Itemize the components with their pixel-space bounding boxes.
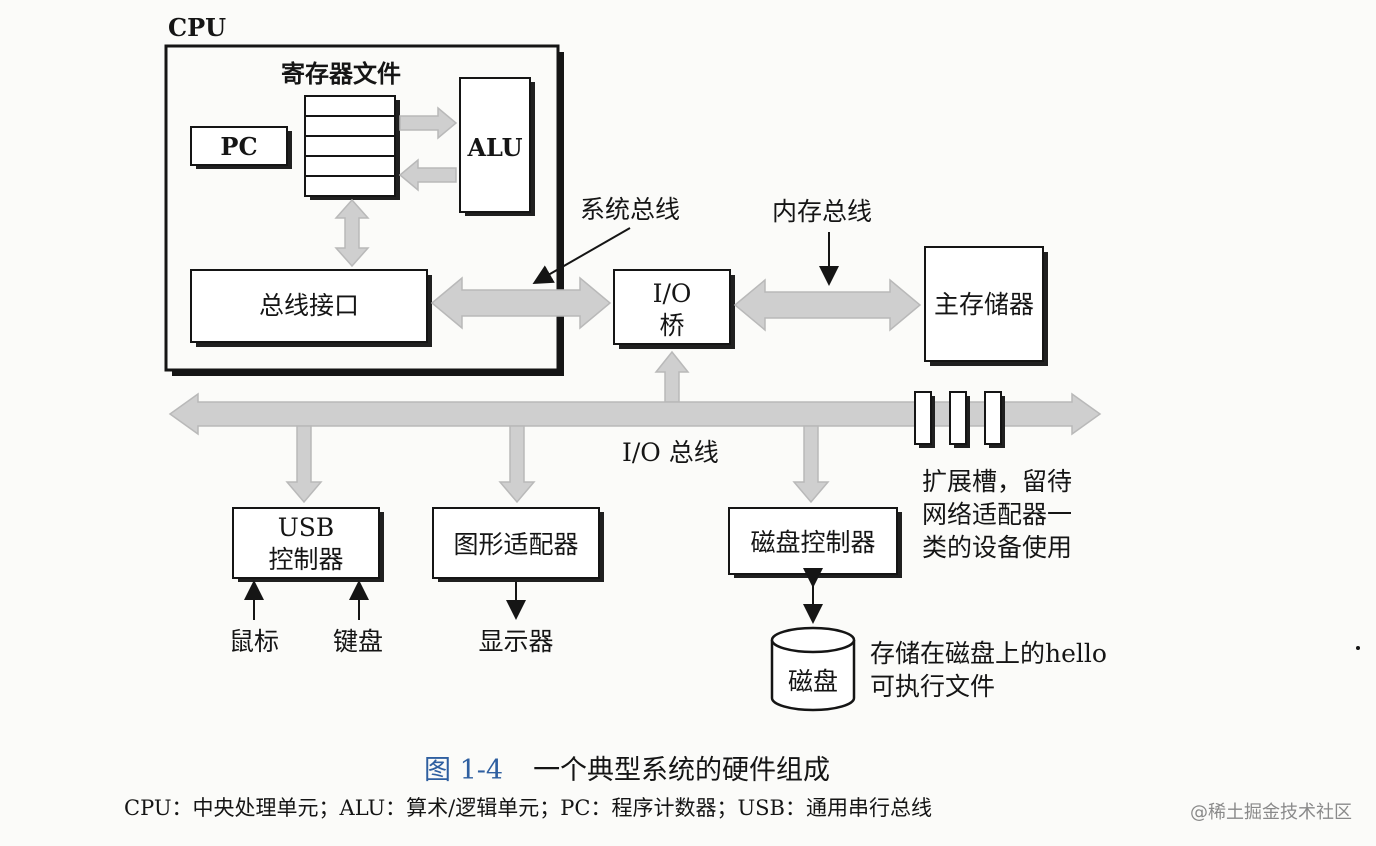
graphics-adapter-label: 图形适配器 <box>453 530 578 559</box>
cpu-label: CPU <box>168 13 226 42</box>
figure-abbreviations: CPU：中央处理单元；ALU：算术/逻辑单元；PC：程序计数器；USB：通用串行… <box>124 796 932 820</box>
expansion-text-line3: 类的设备使用 <box>922 533 1072 562</box>
memory-bus <box>733 278 922 332</box>
graphics-adapter-box <box>432 507 600 579</box>
system-bus-label: 系统总线 <box>580 195 680 224</box>
bus-interface-label: 总线接口 <box>259 291 359 320</box>
alu-label: ALU <box>466 133 522 162</box>
disk-controller-label: 磁盘控制器 <box>750 528 875 557</box>
disk-body <box>770 640 856 712</box>
bus-interface-box <box>190 269 428 343</box>
disk-note-line2: 可执行文件 <box>870 672 995 701</box>
pc-box <box>190 126 288 166</box>
expansion-text-line1: 扩展槽，留待 <box>922 467 1072 496</box>
register-bus-interface-arrow <box>334 198 370 268</box>
keyboard-label: 键盘 <box>333 627 383 656</box>
io-bridge-io-bus-connector <box>654 350 690 403</box>
expansion-slot <box>949 391 967 445</box>
expansion-slot <box>984 391 1002 445</box>
alu-to-register-arrow <box>398 158 457 192</box>
io-bus <box>168 392 1102 436</box>
usb-controller-line2: 控制器 <box>268 545 343 574</box>
io-bus-to-usb-arrow <box>285 425 323 504</box>
system-bus-pointer <box>532 227 631 284</box>
io-bridge-box <box>613 269 731 345</box>
usb-controller-box <box>232 507 380 579</box>
disk-top <box>770 626 856 654</box>
system-bus <box>430 276 612 330</box>
mouse-label: 鼠标 <box>229 627 279 656</box>
scan-dot <box>1356 646 1360 650</box>
figure-number: 图 1-4 <box>424 755 504 786</box>
disk-label: 磁盘 <box>788 667 838 696</box>
register-file <box>304 95 396 197</box>
register-file-label: 寄存器文件 <box>281 59 401 88</box>
figure-caption: 图 1-4 一个典型系统的硬件组成 <box>424 748 830 787</box>
main-memory-label: 主存储器 <box>934 290 1034 319</box>
expansion-slot <box>914 391 932 445</box>
io-bus-to-disk-controller-arrow <box>792 425 830 504</box>
figure-title: 一个典型系统的硬件组成 <box>533 755 831 786</box>
io-bridge-line2: 桥 <box>659 311 684 340</box>
main-memory-box <box>924 246 1044 362</box>
pc-label: PC <box>220 132 257 161</box>
io-bus-to-graphics-arrow <box>498 425 536 504</box>
disk-note-line1: 存储在磁盘上的hello <box>870 639 1107 668</box>
io-bridge-line1: I/O <box>653 279 692 308</box>
register-to-alu-arrow <box>399 106 458 140</box>
watermark: @稀土掘金技术社区 <box>1190 802 1352 823</box>
usb-controller-line1: USB <box>278 513 335 542</box>
expansion-text-line2: 网络适配器一 <box>922 500 1072 529</box>
io-bus-label: I/O 总线 <box>622 438 719 467</box>
memory-bus-label: 内存总线 <box>772 197 872 226</box>
alu-box <box>459 77 531 213</box>
display-label: 显示器 <box>478 627 553 656</box>
